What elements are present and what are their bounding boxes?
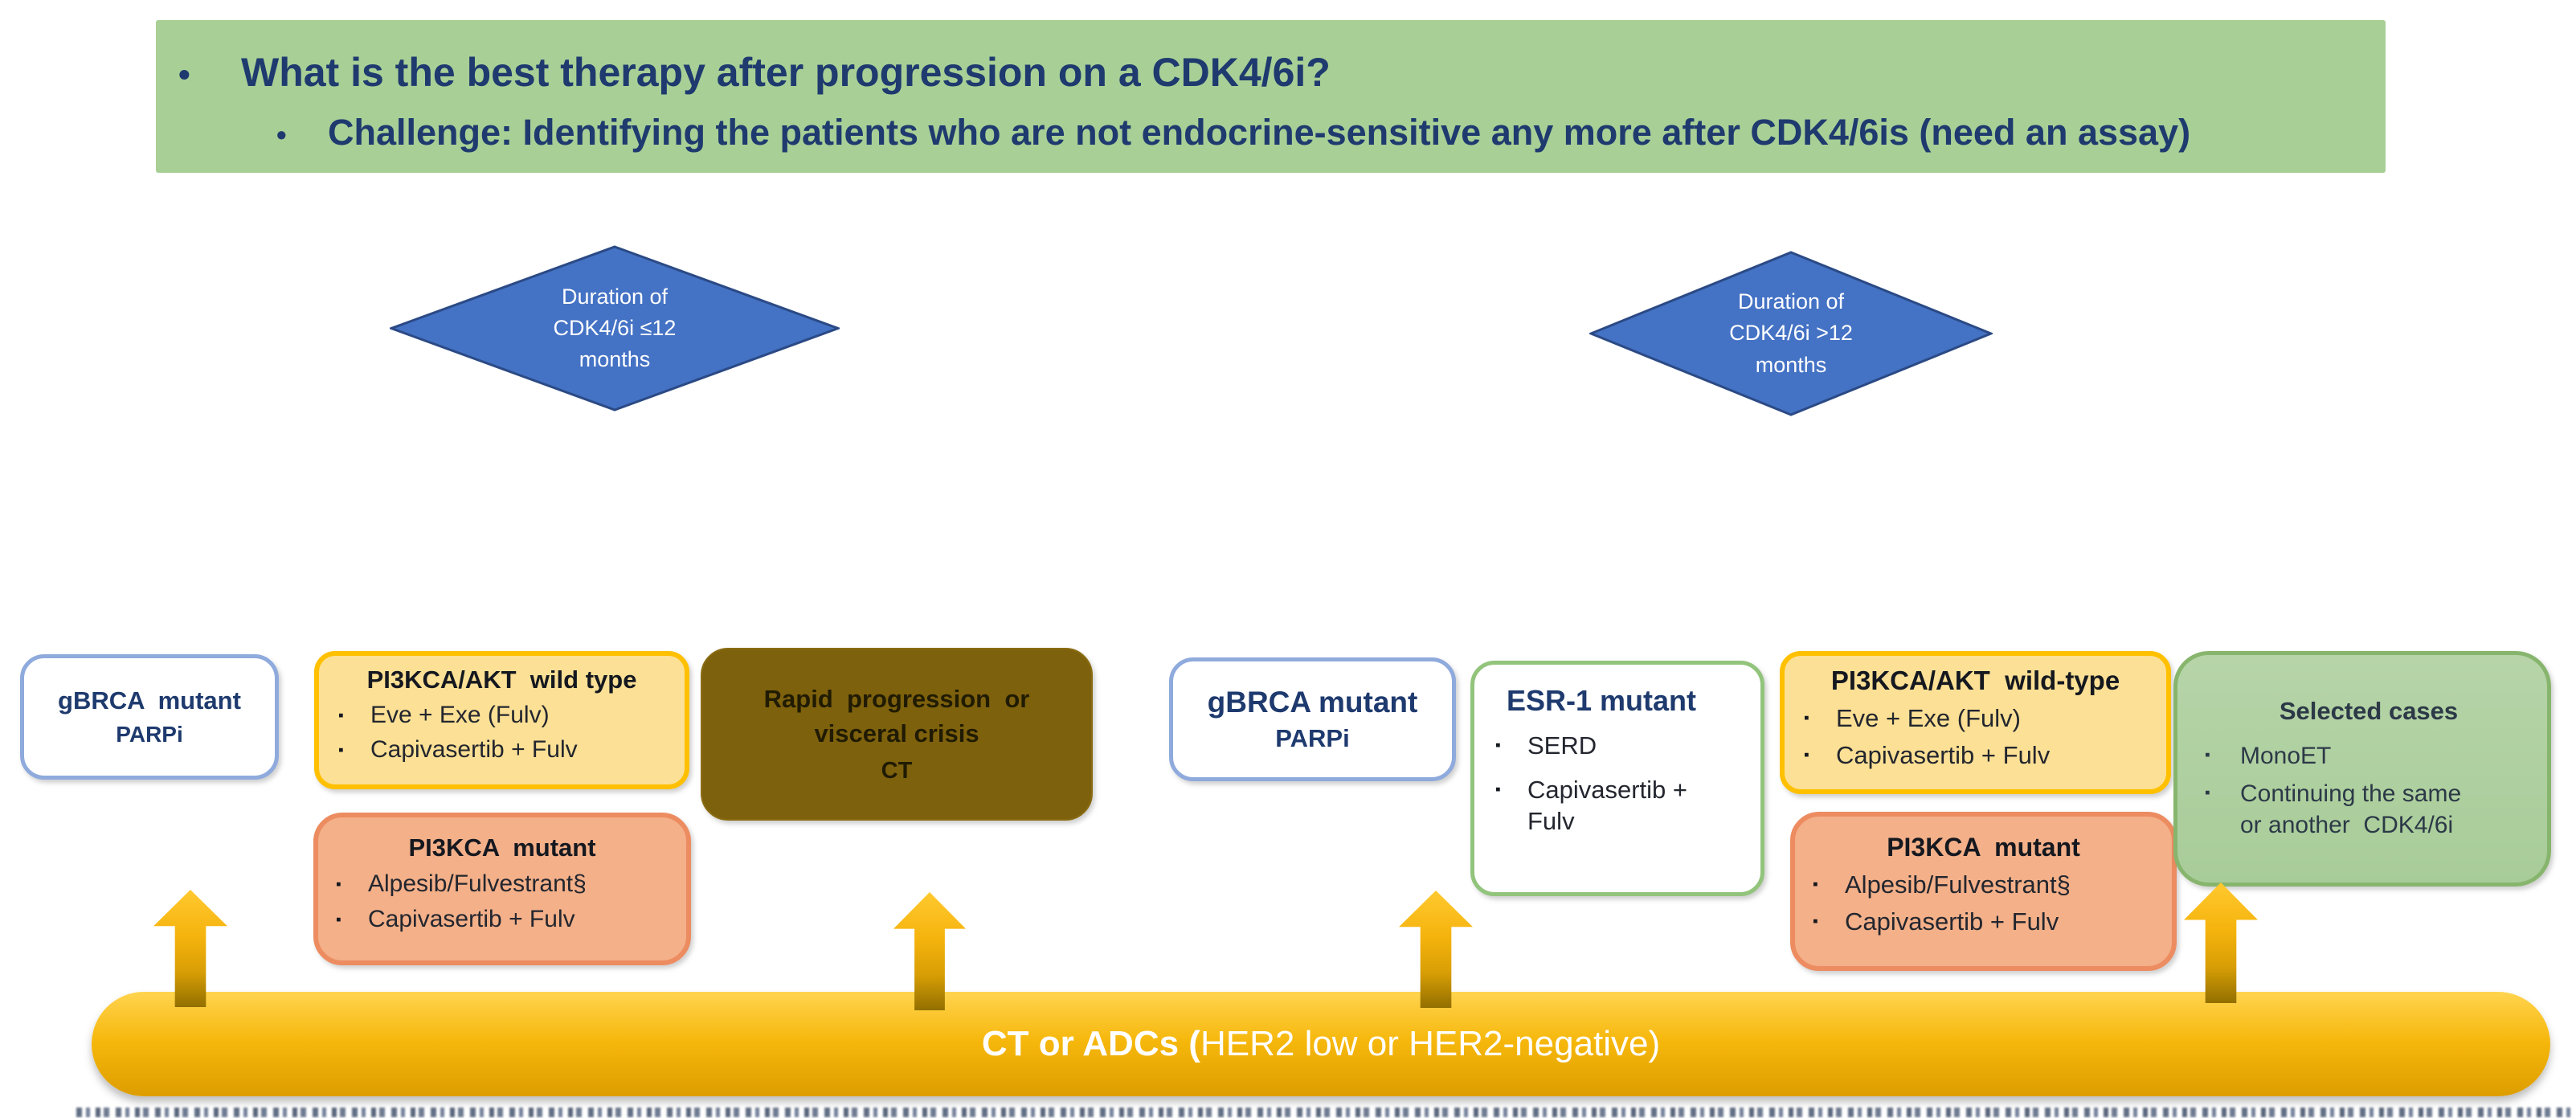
decision-diamond-short-duration: Duration of CDK4/6i ≤12 months <box>390 245 840 412</box>
bullet-text: Capivasertib + Fulv <box>1845 907 2059 936</box>
box-title: gBRCA mutant <box>58 686 241 715</box>
bullet-item: ▪ Eve + Exe (Fulv) <box>338 702 672 729</box>
bullet-text: Capivasertib + Fulv <box>368 906 575 932</box>
challenge-text: Challenge: Identifying the patients who … <box>328 112 2191 153</box>
question-line-2: • Challenge: Identifying the patients wh… <box>276 112 2190 154</box>
box-line: Rapid progression or <box>763 684 1030 713</box>
bullet-text: Capivasertib + Fulv <box>1527 775 1695 835</box>
bullet-dot-icon: • <box>276 118 287 151</box>
cut-off-footnote-strip <box>76 1108 2571 1117</box>
box-title: PI3KCA/AKT wild-type <box>1830 665 2120 695</box>
esr1-mutant-box: ESR-1 mutant ▪ SERD ▪ Capivasertib + Ful… <box>1470 661 1764 896</box>
diamond-label: Duration of CDK4/6i ≤12 months <box>553 284 677 372</box>
pi3kca-mutant-box-short: PI3KCA mutant ▪ Alpesib/Fulvestrant§ ▪ C… <box>313 813 691 965</box>
bullet-text: Continuing the same or another CDK4/6i <box>2240 780 2468 838</box>
bullet-item: ▪ Capivasertib + Fulv <box>1804 741 2153 770</box>
bullet-text: Capivasertib + Fulv <box>370 736 578 763</box>
gbrca-mutant-box-long: gBRCA mutant PARPi <box>1169 657 1456 781</box>
square-bullet-icon: ▪ <box>336 876 341 893</box>
rapid-progression-box: Rapid progression or visceral crisis CT <box>701 648 1093 821</box>
bullet-text: Alpesib/Fulvestrant§ <box>368 870 587 897</box>
box-title: PI3KCA mutant <box>1887 833 2080 862</box>
bullet-item: ▪ SERD <box>1495 731 1749 762</box>
bullet-item: ▪ Capivasertib + Fulv <box>336 906 673 933</box>
bullet-dot-icon: • <box>178 55 190 93</box>
pi3kca-akt-wild-type-box-long: PI3KCA/AKT wild-type ▪ Eve + Exe (Fulv) … <box>1780 651 2171 794</box>
bullet-text: Alpesib/Fulvestrant§ <box>1845 870 2071 899</box>
bullet-text: Capivasertib + Fulv <box>1836 741 2051 769</box>
question-line-1: • What is the best therapy after progres… <box>178 49 1331 96</box>
square-bullet-icon: ▪ <box>1813 913 1818 930</box>
square-bullet-icon: ▪ <box>1804 747 1809 764</box>
gbrca-mutant-box-short: gBRCA mutant PARPi <box>20 654 279 780</box>
question-banner: • What is the best therapy after progres… <box>156 20 2386 173</box>
pi3kca-akt-wild-type-box-short: PI3KCA/AKT wild type ▪ Eve + Exe (Fulv) … <box>314 651 689 789</box>
bullet-item: ▪ MonoET <box>2205 740 2533 772</box>
therapy-label: CT <box>881 757 913 784</box>
bullet-text: Eve + Exe (Fulv) <box>1836 704 2021 732</box>
bullet-item: ▪ Capivasertib + Fulv <box>338 736 672 764</box>
box-title: PI3KCA/AKT wild type <box>366 665 637 694</box>
diamond-shape-icon <box>390 245 840 412</box>
square-bullet-icon: ▪ <box>338 707 344 724</box>
square-bullet-icon: ▪ <box>336 911 341 928</box>
bullet-item: ▪ Eve + Exe (Fulv) <box>1804 704 2153 733</box>
up-arrow-icon <box>1399 891 1473 1008</box>
ct-or-adcs-base-bar: CT or ADCs (HER2 low or HER2-negative) <box>92 992 2550 1096</box>
up-arrow-icon <box>153 890 227 1007</box>
up-arrow-icon <box>2184 883 2258 1003</box>
square-bullet-icon: ▪ <box>2205 784 2210 801</box>
bullet-item: ▪ Capivasertib + Fulv <box>1495 775 1749 837</box>
box-title: Selected cases <box>2279 697 2459 725</box>
bullet-item: ▪ Alpesib/Fulvestrant§ <box>1813 870 2159 899</box>
box-title: PI3KCA mutant <box>408 833 596 862</box>
bullet-item: ▪ Continuing the same or another CDK4/6i <box>2205 778 2533 841</box>
square-bullet-icon: ▪ <box>1495 780 1501 798</box>
diamond-shape-icon <box>1589 251 1993 416</box>
box-line: visceral crisis <box>814 719 979 748</box>
selected-cases-box: Selected cases ▪ MonoET ▪ Continuing the… <box>2173 651 2551 887</box>
question-text: What is the best therapy after progressi… <box>241 50 1331 95</box>
bullet-item: ▪ Alpesib/Fulvestrant§ <box>336 870 673 898</box>
diamond-label: Duration of CDK4/6i >12 months <box>1729 289 1853 377</box>
bar-label-bold: CT or ADCs ( <box>981 1024 1200 1063</box>
square-bullet-icon: ▪ <box>338 742 344 759</box>
bullet-text: MonoET <box>2240 743 2332 769</box>
pi3kca-mutant-box-long: PI3KCA mutant ▪ Alpesib/Fulvestrant§ ▪ C… <box>1790 812 2177 971</box>
bullet-item: ▪ Capivasertib + Fulv <box>1813 907 2159 936</box>
therapy-label: PARPi <box>1275 724 1350 752</box>
decision-diamond-long-duration: Duration of CDK4/6i >12 months <box>1589 251 1993 416</box>
box-title: gBRCA mutant <box>1207 686 1418 719</box>
square-bullet-icon: ▪ <box>1495 737 1501 754</box>
box-title: ESR-1 mutant <box>1507 684 1697 717</box>
square-bullet-icon: ▪ <box>2205 747 2210 764</box>
square-bullet-icon: ▪ <box>1813 876 1818 893</box>
bullet-text: SERD <box>1527 731 1597 760</box>
square-bullet-icon: ▪ <box>1804 710 1809 727</box>
therapy-label: PARPi <box>116 722 183 747</box>
bullet-text: Eve + Exe (Fulv) <box>370 702 550 728</box>
bar-label-regular: HER2 low or HER2-negative) <box>1200 1024 1661 1063</box>
